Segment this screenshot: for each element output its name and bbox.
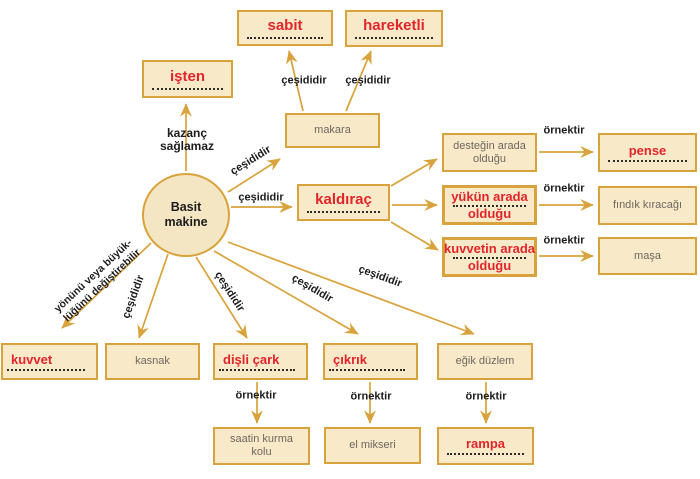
dotted-line bbox=[355, 35, 433, 39]
egik-duzlem-label: eğik düzlem bbox=[455, 355, 515, 367]
node-findik-kiracagi: fındık kıracağı bbox=[598, 186, 697, 225]
dotted-line bbox=[247, 35, 323, 39]
node-hareketli: hareketli bbox=[345, 10, 443, 47]
edge-circle-cikrik bbox=[213, 250, 359, 335]
edge-label-ornektir-elmikseri: örnektir bbox=[350, 390, 392, 403]
disli-cark-label: dişli çark bbox=[223, 351, 280, 367]
yukun-label-line2: olduğu bbox=[467, 206, 512, 221]
makara-label: makara bbox=[314, 124, 351, 136]
edge-label-cesididir-kaldirac: çeşididir bbox=[238, 191, 284, 204]
node-sabit: sabit bbox=[237, 10, 333, 46]
dotted-line bbox=[329, 367, 405, 371]
node-saatin-kurma-kolu: saatin kurma kolu bbox=[213, 427, 310, 465]
node-disli-cark: dişli çark bbox=[213, 343, 308, 380]
edge-label-cesididir-hareketli: çeşididir bbox=[345, 74, 391, 87]
kuvvetin-label-line1: kuvvetin arada bbox=[443, 241, 536, 256]
node-kaldirac: kaldıraç bbox=[297, 184, 390, 221]
edge-label-ornektir-saatin: örnektir bbox=[235, 389, 277, 402]
dotted-line bbox=[447, 451, 524, 455]
isten-label: işten bbox=[169, 67, 205, 85]
edge-label-ornektir-findik: örnektir bbox=[543, 182, 585, 195]
node-egik-duzlem: eğik düzlem bbox=[437, 343, 533, 380]
node-makara: makara bbox=[285, 113, 380, 148]
kuvvetin-label-line2: olduğu bbox=[467, 258, 512, 273]
node-rampa: rampa bbox=[437, 427, 534, 465]
sabit-label: sabit bbox=[267, 16, 303, 34]
edge-label-ornektir-pense: örnektir bbox=[543, 124, 585, 137]
edge-circle-kuvvet bbox=[61, 242, 152, 329]
basit-makine-label-line2: makine bbox=[164, 215, 208, 229]
el-mikseri-label: el mikseri bbox=[349, 439, 396, 451]
node-basit-makine: Basit makine bbox=[142, 173, 230, 257]
masa-label: maşa bbox=[634, 249, 661, 262]
dotted-line bbox=[219, 367, 295, 371]
dotted-line bbox=[151, 86, 224, 90]
edge-makara-hareketli bbox=[345, 50, 372, 112]
basit-makine-label-line1: Basit bbox=[170, 200, 202, 214]
node-el-mikseri: el mikseri bbox=[324, 427, 421, 464]
destegin-label: desteğin arada olduğu bbox=[453, 139, 526, 165]
edge-label-kazanc-saglamaz: kazanç sağlamaz bbox=[159, 126, 215, 153]
yukun-label-line1: yükün arada bbox=[451, 189, 528, 204]
edge-kaldirac-kuvvetin bbox=[390, 221, 439, 251]
edge-circle-makara bbox=[227, 158, 281, 193]
node-cikrik: çıkrık bbox=[323, 343, 418, 380]
edge-kaldirac-destegin bbox=[390, 158, 438, 187]
node-yukun-arada-oldugu: yükün arada olduğu bbox=[442, 185, 537, 225]
saatin-label: saatin kurma kolu bbox=[230, 433, 293, 458]
edge-label-cesididir-sabit: çeşididir bbox=[281, 74, 327, 87]
edge-circle-disli-cark bbox=[195, 256, 248, 339]
rampa-label: rampa bbox=[465, 436, 506, 451]
dotted-line bbox=[608, 158, 687, 162]
node-kasnak: kasnak bbox=[105, 343, 200, 380]
kasnak-label: kasnak bbox=[135, 355, 170, 367]
edge-makara-sabit bbox=[286, 50, 304, 112]
edge-circle-egik-duzlem bbox=[227, 241, 475, 336]
node-isten: işten bbox=[142, 60, 233, 98]
dotted-line bbox=[453, 204, 526, 207]
node-kuvvet: kuvvet bbox=[1, 343, 98, 380]
kuvvet-label: kuvvet bbox=[11, 351, 53, 367]
edge-label-ornektir-rampa: örnektir bbox=[465, 390, 507, 403]
node-masa: maşa bbox=[598, 237, 697, 275]
node-destegin-arada-oldugu: desteğin arada olduğu bbox=[442, 133, 537, 172]
dotted-line bbox=[307, 209, 380, 213]
dotted-line bbox=[7, 367, 85, 371]
kaldirac-label: kaldıraç bbox=[315, 191, 372, 208]
findik-label: fındık kıracağı bbox=[612, 199, 683, 211]
pense-label: pense bbox=[628, 142, 667, 158]
edge-circle-kasnak bbox=[137, 253, 169, 339]
dotted-line bbox=[453, 256, 526, 259]
node-pense: pense bbox=[598, 133, 697, 172]
node-kuvvetin-arada-oldugu: kuvvetin arada olduğu bbox=[442, 237, 537, 277]
cikrik-label: çıkrık bbox=[333, 351, 367, 367]
hareketli-label: hareketli bbox=[363, 17, 425, 34]
edge-label-ornektir-masa: örnektir bbox=[543, 234, 585, 247]
